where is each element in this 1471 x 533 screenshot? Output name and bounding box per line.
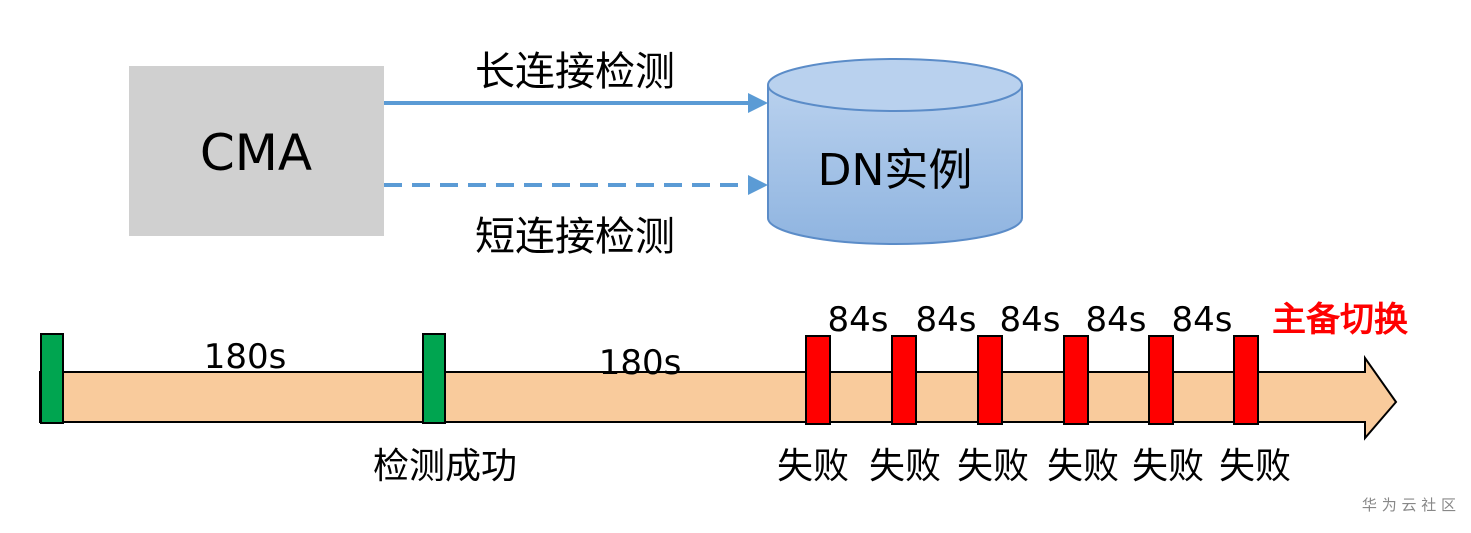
timeline-arrow [39,354,1398,441]
short-interval-label: 84s [1086,300,1147,340]
dn-instance-cylinder: DN实例 [767,58,1023,245]
failure-marker [1233,335,1259,425]
short-connection-label: 短连接检测 [475,214,675,260]
short-interval-label: 84s [916,300,977,340]
failure-label: 失败 [1132,446,1204,487]
failure-label: 失败 [1047,446,1119,487]
failure-marker [1148,335,1174,425]
switchover-label: 主备切换 [1272,300,1408,340]
short-interval-label: 84s [1000,300,1061,340]
failure-marker [1063,335,1089,425]
failure-marker [891,335,917,425]
cma-node: CMA [129,66,384,236]
short-connection-arrow [384,175,768,195]
success-marker-start [40,333,64,424]
interval-label-2: 180s [599,343,682,383]
failure-label: 失败 [777,446,849,487]
short-interval-label: 84s [1172,300,1233,340]
failure-label: 失败 [957,446,1029,487]
cma-label: CMA [200,124,312,182]
short-interval-label: 84s [828,300,889,340]
failure-label: 失败 [869,446,941,487]
watermark: 华 为 云 社 区 [1362,496,1456,514]
long-connection-arrow [384,93,768,113]
dn-instance-label: DN实例 [818,145,973,196]
success-marker-check [422,333,446,424]
long-connection-label: 长连接检测 [475,49,675,95]
failure-label: 失败 [1219,446,1291,487]
failure-marker [805,335,831,425]
interval-label-1: 180s [204,337,287,377]
success-label: 检测成功 [373,446,517,487]
failure-marker [977,335,1003,425]
